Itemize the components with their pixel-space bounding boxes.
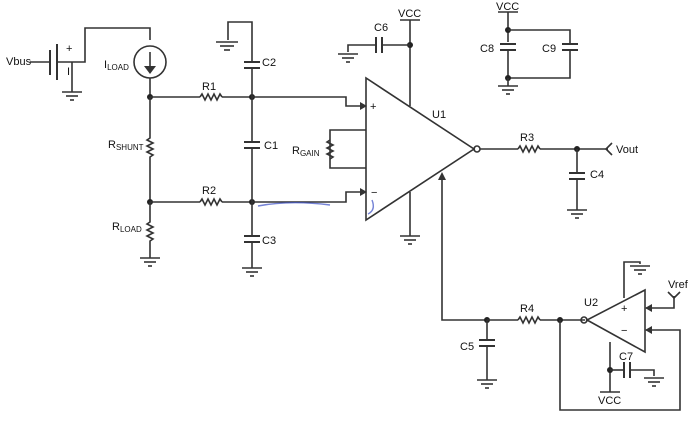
ground-symbol xyxy=(216,41,238,51)
u2-minus-label: − xyxy=(621,325,627,337)
u1-plus-label: + xyxy=(370,101,376,113)
vbus-plus-label: + xyxy=(66,43,72,55)
c9-label: C9 xyxy=(542,43,556,55)
r2-label: R2 xyxy=(202,185,216,197)
c3-label: C3 xyxy=(262,235,276,247)
ground-symbol xyxy=(62,91,82,101)
r2-resistor xyxy=(199,197,223,207)
ground-symbol xyxy=(567,209,587,219)
c6-label: C6 xyxy=(374,22,388,34)
r4-resistor xyxy=(517,315,541,325)
ground-symbol xyxy=(630,265,650,275)
r3-resistor xyxy=(517,144,541,154)
vbus-label: Vbus xyxy=(6,56,32,68)
vbus-battery xyxy=(30,27,151,101)
rshunt-resistor xyxy=(145,97,155,202)
rgain-resistor xyxy=(325,139,335,160)
rload-label: RLOAD xyxy=(112,221,142,234)
c5-label: C5 xyxy=(460,341,474,353)
c7-label: C7 xyxy=(619,351,633,363)
c2-label: C2 xyxy=(262,57,276,69)
iload-current-source xyxy=(133,45,167,97)
u2-amplifier xyxy=(585,288,646,354)
c1-label: C1 xyxy=(264,140,278,152)
ground-symbol xyxy=(477,379,497,389)
vref-terminal xyxy=(667,291,681,300)
rload-resistor xyxy=(145,202,155,258)
pen-mark xyxy=(257,199,375,215)
rshunt-label: RSHUNT xyxy=(108,139,144,152)
u1-amplifier xyxy=(365,76,476,222)
vref-label: Vref xyxy=(668,279,689,291)
iload-label: ILOAD xyxy=(104,59,129,72)
vcc-u1-label: VCC xyxy=(398,8,421,20)
vcc-u2-label: VCC xyxy=(598,395,621,407)
ground-symbol xyxy=(338,53,358,63)
r1-resistor xyxy=(199,92,223,102)
r3-label: R3 xyxy=(520,132,534,144)
ground-symbol xyxy=(498,85,518,95)
vbus-minus-label: I xyxy=(67,66,70,78)
rgain-wire xyxy=(329,129,366,169)
u1-minus-label: − xyxy=(371,187,377,199)
r1-label: R1 xyxy=(202,81,216,93)
ground-symbol xyxy=(140,257,160,267)
vcc-top-label: VCC xyxy=(496,1,519,13)
ground-symbol xyxy=(400,235,420,245)
u2-plus-label: + xyxy=(621,303,627,315)
vout-terminal xyxy=(604,142,613,156)
ground-symbol xyxy=(644,377,664,387)
u1-label: U1 xyxy=(432,109,446,121)
rgain-label: RGAIN xyxy=(292,145,320,158)
r4-label: R4 xyxy=(520,303,534,315)
u2-label: U2 xyxy=(584,297,598,309)
c4-label: C4 xyxy=(590,169,604,181)
vout-label: Vout xyxy=(616,144,638,156)
ground-symbol xyxy=(242,267,262,277)
c8-label: C8 xyxy=(480,43,494,55)
